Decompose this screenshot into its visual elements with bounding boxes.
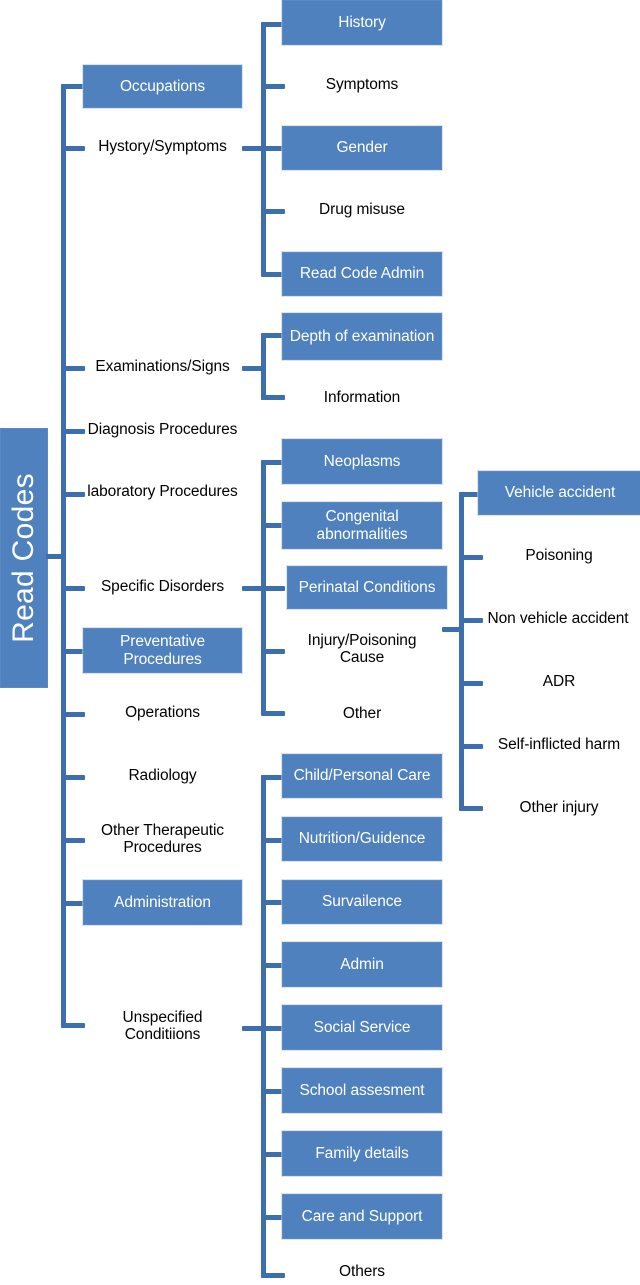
node-occupations[interactable]: Occupations — [83, 65, 242, 108]
stub-congenital-abnormalities — [261, 523, 285, 528]
node-examinations-signs[interactable]: Examinations/Signs — [95, 358, 230, 376]
stub-other-therapeutic — [61, 838, 85, 843]
node-specific-disorders[interactable]: Specific Disorders — [100, 578, 225, 596]
node-symptoms[interactable]: Symptoms — [325, 76, 399, 94]
connector-injury-to-children — [442, 627, 464, 632]
stub-operations — [61, 712, 85, 717]
stub-unspecified-conditions — [61, 1023, 85, 1028]
injury-branch-trunk — [459, 492, 464, 807]
node-surveillance[interactable]: Survailence — [282, 880, 442, 924]
node-unspecified-conditions[interactable]: Unspecified Conditiions — [122, 1008, 203, 1043]
stub-social-service — [261, 1026, 285, 1031]
node-preventative-procedures[interactable]: Preventative Procedures — [83, 628, 242, 673]
node-radiology[interactable]: Radiology — [128, 767, 197, 785]
node-laboratory-procedures[interactable]: laboratory Procedures — [87, 483, 238, 501]
stub-neoplasms — [261, 460, 285, 465]
node-other[interactable]: Other — [342, 705, 382, 723]
stub-gender — [261, 146, 285, 151]
stub-admin — [261, 963, 285, 968]
connector-examinations-to-children — [242, 366, 266, 371]
node-information[interactable]: Information — [323, 389, 401, 407]
stub-adr — [459, 681, 483, 686]
stub-others — [261, 1273, 285, 1278]
node-administration[interactable]: Administration — [83, 880, 242, 925]
stub-occupations — [61, 84, 85, 89]
node-injury-poisoning-cause[interactable]: Injury/Poisoning Cause — [307, 631, 417, 666]
connector-administration-to-children — [242, 1026, 266, 1031]
root-node-read-codes[interactable]: Read Codes — [0, 428, 48, 688]
node-congenital-abnormalities[interactable]: Congenital abnormalities — [282, 502, 442, 549]
stub-injury-poisoning-cause — [261, 649, 285, 654]
node-adr[interactable]: ADR — [542, 673, 576, 691]
node-gender[interactable]: Gender — [282, 126, 442, 170]
node-other-injury[interactable]: Other injury — [519, 799, 599, 817]
node-neoplasms[interactable]: Neoplasms — [282, 439, 442, 484]
node-care-and-support[interactable]: Care and Support — [282, 1194, 442, 1239]
stub-surveillance — [261, 900, 285, 905]
stub-diagnosis-procedures — [61, 429, 85, 434]
node-school-assessment[interactable]: School assesment — [282, 1068, 442, 1113]
node-history[interactable]: History — [282, 0, 442, 45]
stub-preventative-procedures — [61, 649, 85, 654]
stub-symptoms — [261, 84, 285, 89]
node-drug-misuse[interactable]: Drug misuse — [319, 201, 405, 219]
stub-care-and-support — [261, 1215, 285, 1220]
node-depth-of-examination[interactable]: Depth of examination — [282, 313, 442, 360]
stub-child-personal-care — [261, 775, 285, 780]
stub-poisoning — [459, 555, 483, 560]
stub-perinatal-conditions — [261, 586, 285, 591]
node-self-inflicted-harm[interactable]: Self-inflicted harm — [497, 736, 621, 754]
node-social-service[interactable]: Social Service — [282, 1005, 442, 1050]
stub-self-inflicted-harm — [459, 744, 483, 749]
stub-other — [261, 711, 285, 716]
stub-school-assessment — [261, 1089, 285, 1094]
stub-other-injury — [459, 806, 483, 811]
stub-nutrition-guidance — [261, 838, 285, 843]
node-non-vehicle-accident[interactable]: Non vehicle accident — [487, 610, 629, 628]
stub-drug-misuse — [261, 209, 285, 214]
stub-radiology — [61, 775, 85, 780]
node-perinatal-conditions[interactable]: Perinatal Conditions — [287, 566, 447, 609]
root-label: Read Codes — [7, 473, 40, 643]
node-child-personal-care[interactable]: Child/Personal Care — [282, 754, 442, 798]
node-read-code-admin[interactable]: Read Code Admin — [282, 252, 442, 296]
stub-family-details — [261, 1152, 285, 1157]
node-poisoning[interactable]: Poisoning — [525, 547, 593, 565]
node-vehicle-accident[interactable]: Vehicle accident — [478, 471, 640, 515]
node-admin[interactable]: Admin — [282, 942, 442, 987]
connector-disorders-to-children — [242, 586, 266, 591]
stub-administration — [61, 901, 85, 906]
node-history-symptoms[interactable]: Hystory/Symptoms — [98, 138, 227, 156]
stub-non-vehicle-accident — [459, 618, 483, 623]
stub-information — [261, 395, 285, 400]
stub-history-symptoms — [61, 146, 85, 151]
stub-specific-disorders — [61, 586, 85, 591]
stub-vehicle-accident — [459, 492, 483, 497]
stub-history — [261, 22, 285, 27]
node-diagnosis-procedures[interactable]: Diagnosis Procedures — [87, 421, 238, 439]
node-family-details[interactable]: Family details — [282, 1131, 442, 1176]
stub-read-code-admin — [261, 272, 285, 277]
node-nutrition-guidance[interactable]: Nutrition/Guidence — [282, 817, 442, 861]
connector-history-symptoms-to-children — [242, 146, 266, 151]
stub-examinations-signs — [61, 366, 85, 371]
node-others[interactable]: Others — [339, 1262, 385, 1280]
examinations-branch-trunk — [261, 333, 266, 400]
stub-laboratory-procedures — [61, 492, 85, 497]
node-operations[interactable]: Operations — [125, 704, 200, 722]
root-to-trunk-connector — [46, 554, 65, 559]
stub-depth-of-examination — [261, 333, 285, 338]
node-other-therapeutic-procedures[interactable]: Other Therapeutic Procedures — [101, 821, 224, 856]
